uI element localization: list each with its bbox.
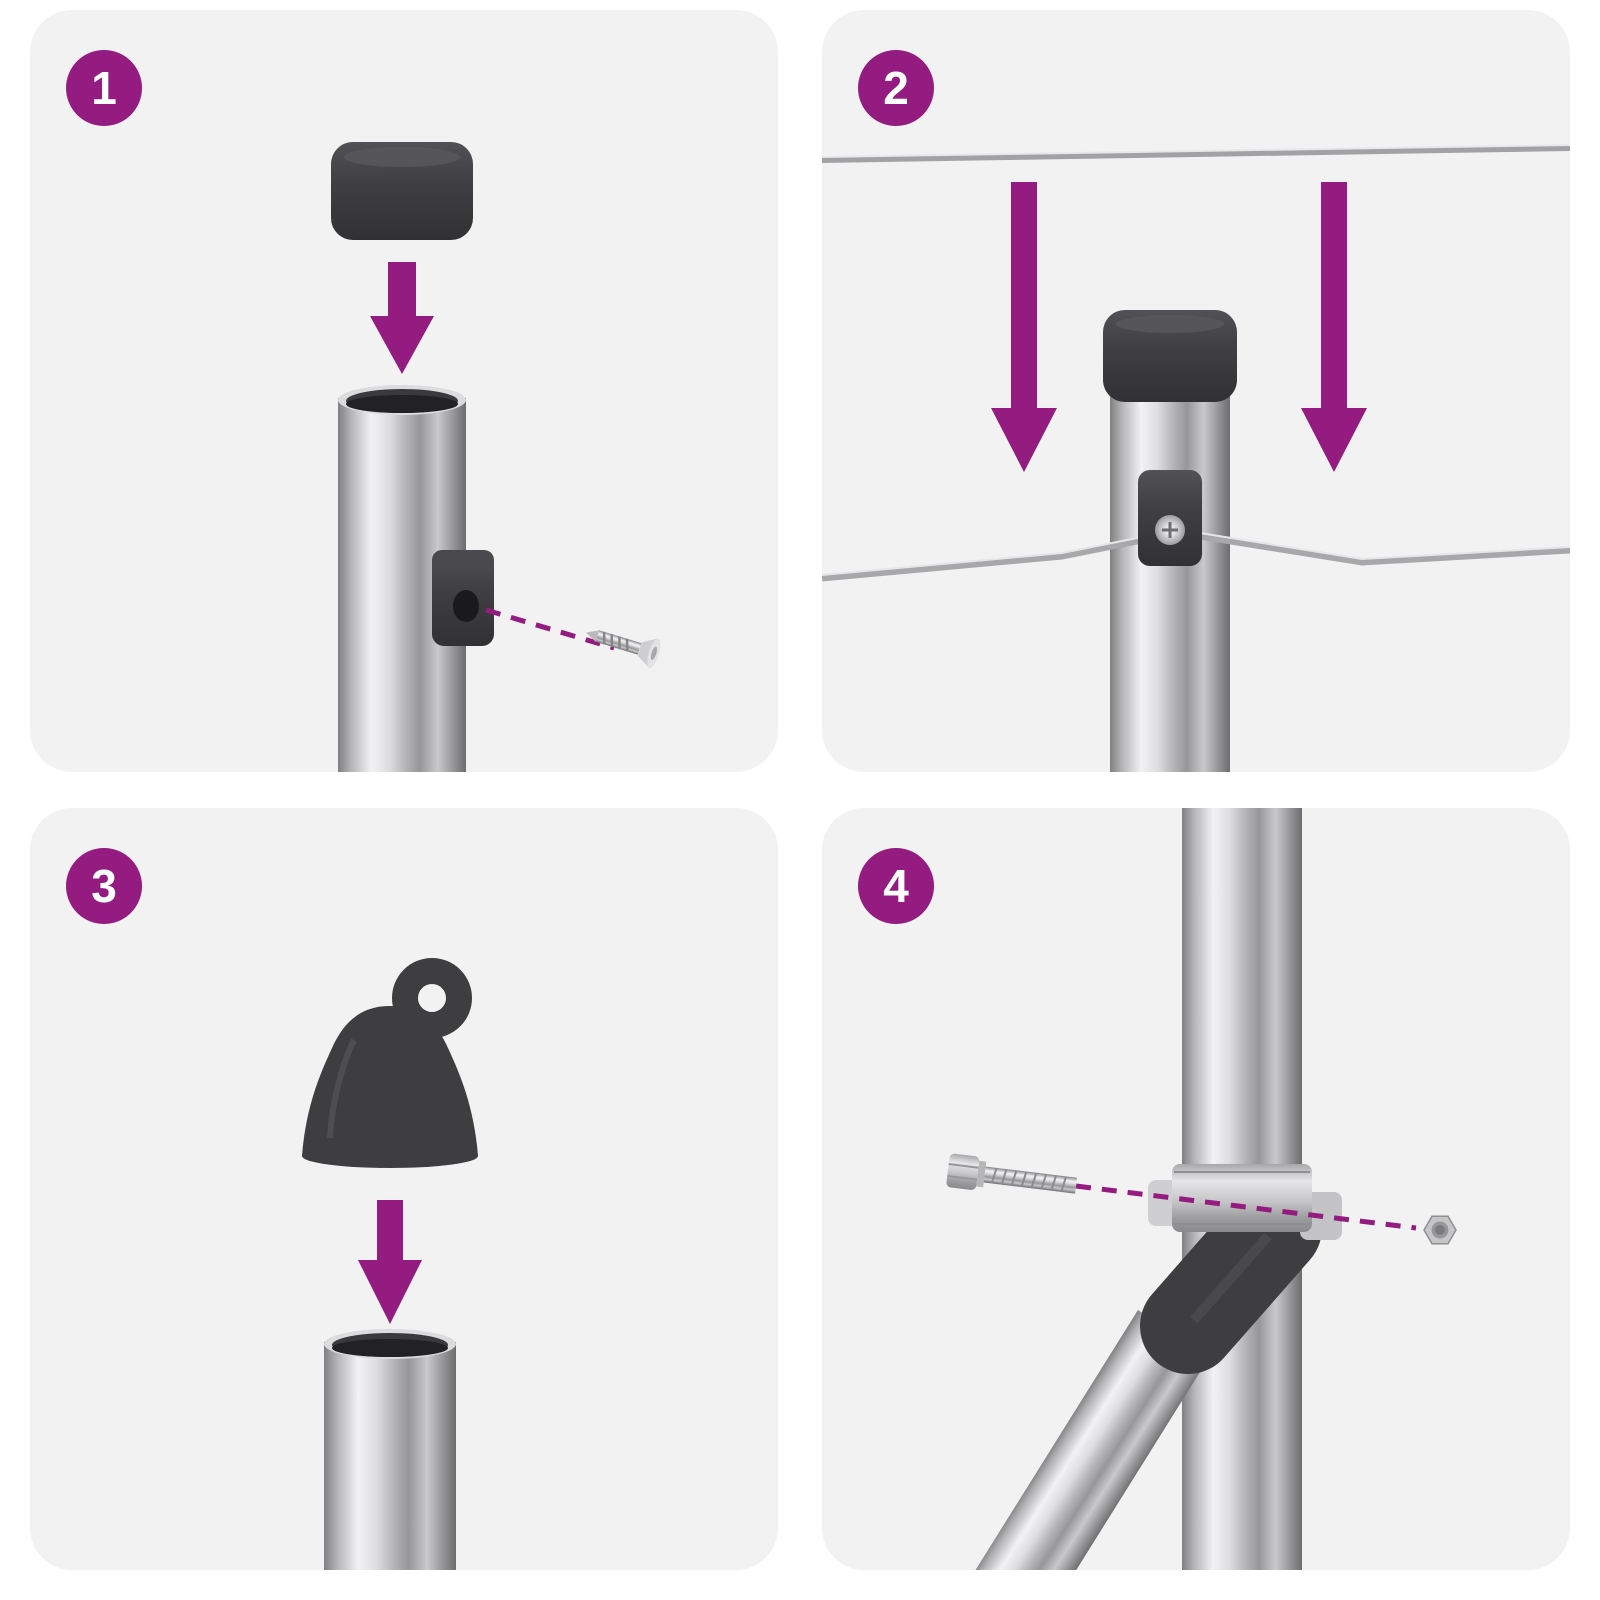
screw-threads bbox=[602, 631, 629, 652]
screw bbox=[586, 630, 661, 669]
step-panel-3: 3 bbox=[30, 808, 778, 1570]
elbow-connector bbox=[1140, 1180, 1322, 1374]
step-number-badge: 2 bbox=[858, 50, 934, 126]
step-number: 4 bbox=[883, 860, 909, 912]
bolt-threads bbox=[990, 1167, 1068, 1193]
step-number: 1 bbox=[91, 62, 117, 114]
eyelet-cap bbox=[302, 958, 478, 1168]
step-number-badge: 4 bbox=[858, 848, 934, 924]
screw-guide-dashed-line bbox=[485, 607, 615, 651]
down-arrow-icon bbox=[370, 262, 434, 374]
metal-post bbox=[1110, 390, 1230, 772]
hex-nut bbox=[1423, 1215, 1457, 1245]
step-number-badge: 3 bbox=[66, 848, 142, 924]
step-1-illustration bbox=[331, 142, 661, 772]
upper-tension-wire bbox=[822, 144, 1570, 163]
bolt bbox=[946, 1153, 1078, 1194]
step-panel-2: 2 bbox=[822, 10, 1570, 772]
bolt-guide-dashed-line bbox=[1075, 1183, 1417, 1231]
step-number: 3 bbox=[91, 860, 117, 912]
wire-clip bbox=[1138, 470, 1202, 566]
clamp bbox=[1148, 1164, 1342, 1240]
step-2-illustration bbox=[822, 144, 1570, 772]
step-panel-4: 4 bbox=[822, 808, 1570, 1570]
step-number-badge: 1 bbox=[66, 50, 142, 126]
wire-clip bbox=[432, 550, 494, 646]
post-cap bbox=[331, 142, 473, 240]
down-arrow-icon bbox=[358, 1200, 422, 1324]
post-cap bbox=[1103, 310, 1237, 402]
step-3-illustration bbox=[302, 958, 478, 1570]
step-panel-1: 1 bbox=[30, 10, 778, 772]
step-4-illustration bbox=[946, 808, 1457, 1570]
cap-dome bbox=[302, 1006, 478, 1156]
metal-post bbox=[324, 1329, 456, 1570]
lower-tension-wire bbox=[822, 532, 1570, 582]
brace-pole bbox=[975, 1310, 1210, 1570]
step-number: 2 bbox=[883, 62, 909, 114]
down-arrow-icon bbox=[991, 182, 1057, 472]
down-arrow-icon bbox=[1301, 182, 1367, 472]
